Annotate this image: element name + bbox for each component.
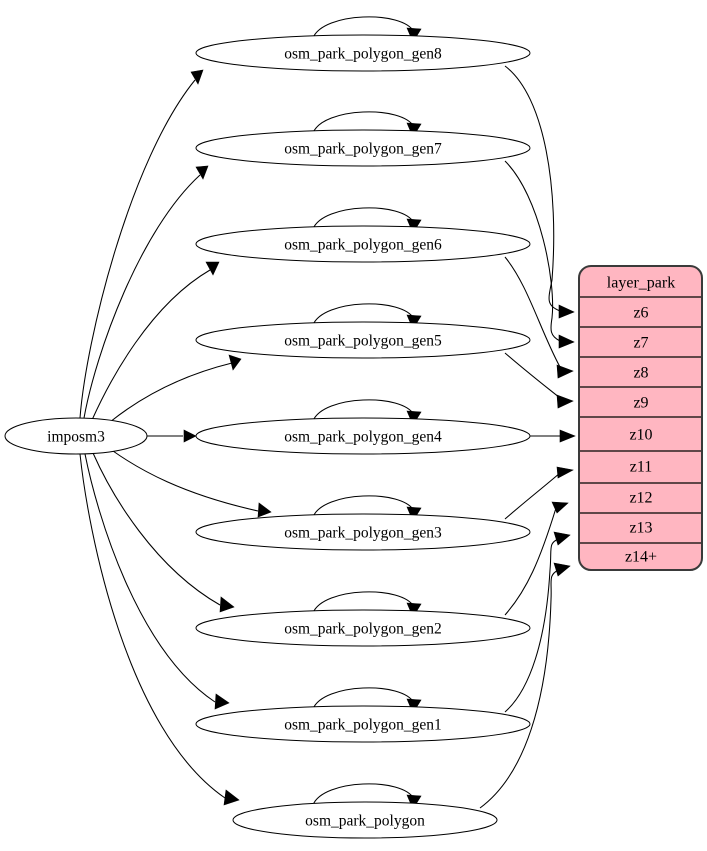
table-row-z10[interactable]: z10 <box>629 427 652 444</box>
node-gen3[interactable]: osm_park_polygon_gen3 <box>195 513 531 551</box>
node-imposm3[interactable]: imposm3 <box>4 417 148 455</box>
node-ellipse-gen2[interactable] <box>195 609 531 647</box>
node-ellipse-gen3[interactable] <box>195 513 531 551</box>
edge-gen6-to-z8 <box>504 256 561 368</box>
edge-imposm3-to-gen5 <box>109 362 233 423</box>
arrowhead-self-base <box>406 794 422 810</box>
node-label-imposm3: imposm3 <box>47 429 105 446</box>
node-ellipse-imposm3[interactable] <box>4 417 148 455</box>
node-gen5[interactable]: osm_park_polygon_gen5 <box>195 321 531 359</box>
self-loop-gen4 <box>312 399 415 422</box>
edges-gen-to-table <box>479 65 576 809</box>
node-label-gen1: osm_park_polygon_gen1 <box>284 717 442 734</box>
edge-gen5-to-z9 <box>504 352 561 399</box>
node-label-gen8: osm_park_polygon_gen8 <box>284 46 442 63</box>
edge-gen2-to-z12 <box>504 507 557 616</box>
arrowhead-gen2 <box>219 596 235 613</box>
node-label-gen5: osm_park_polygon_gen5 <box>284 333 442 350</box>
node-gen6[interactable]: osm_park_polygon_gen6 <box>195 225 531 263</box>
table-row-z11[interactable]: z11 <box>630 459 653 476</box>
table-background <box>578 265 703 571</box>
self-loop-gen8 <box>312 16 415 39</box>
node-ellipse-gen1[interactable] <box>195 705 531 743</box>
self-loop-gen5 <box>312 303 415 326</box>
arrowhead-z12 <box>551 501 569 514</box>
arrowhead-z14 <box>553 562 571 577</box>
edge-imposm3-to-gen7 <box>83 174 201 419</box>
edge-gen8-to-z6 <box>504 65 561 312</box>
node-ellipse-gen4[interactable] <box>195 417 531 455</box>
self-loop-base <box>312 783 415 806</box>
arrowhead-gen6 <box>205 261 220 276</box>
self-loop-gen7 <box>312 111 415 134</box>
node-label-gen7: osm_park_polygon_gen7 <box>284 141 442 158</box>
arrowhead-z11 <box>556 466 574 479</box>
arrowhead-gen1 <box>214 693 230 710</box>
nodes: imposm3 osm_park_polygon_gen8 osm_park_p… <box>4 34 531 839</box>
arrowhead-z8 <box>556 364 574 379</box>
arrowhead-gen4 <box>183 429 197 443</box>
arrowhead-gen7 <box>195 165 209 180</box>
edge-imposm3-to-gen6 <box>91 269 211 421</box>
self-loop-gen3 <box>312 495 415 518</box>
node-label-gen4: osm_park_polygon_gen4 <box>284 429 442 446</box>
table-row-z7[interactable]: z7 <box>633 335 648 352</box>
table-header-label: layer_park <box>607 275 675 292</box>
arrowhead-z9 <box>556 394 574 409</box>
edge-gen3-to-z11 <box>504 472 561 520</box>
node-label-gen6: osm_park_polygon_gen6 <box>284 237 442 254</box>
table-row-z6[interactable]: z6 <box>633 305 648 322</box>
edge-imposm3-to-gen1 <box>84 453 216 703</box>
edge-imposm3-to-gen8 <box>79 79 196 419</box>
edge-imposm3-to-gen3 <box>112 450 259 512</box>
self-loop-edges <box>312 16 422 810</box>
table-row-z13[interactable]: z13 <box>629 520 652 537</box>
node-gen8[interactable]: osm_park_polygon_gen8 <box>195 34 531 72</box>
edges-source-to-gen <box>79 69 272 806</box>
self-loop-gen6 <box>312 207 415 230</box>
arrowhead-z10 <box>559 429 576 443</box>
arrowhead-gen8 <box>190 69 204 85</box>
arrowhead-gen3 <box>257 502 272 518</box>
node-ellipse-gen5[interactable] <box>195 321 531 359</box>
arrowhead-z7 <box>558 334 575 349</box>
edge-imposm3-to-base <box>79 453 226 799</box>
table-row-z9[interactable]: z9 <box>633 395 648 412</box>
node-osm-park-polygon[interactable]: osm_park_polygon <box>232 801 498 839</box>
table-row-z14-plus[interactable]: z14+ <box>625 549 657 566</box>
edge-base-to-z14 <box>479 569 559 809</box>
edge-gen1-to-z13 <box>504 538 559 713</box>
edge-imposm3-to-gen2 <box>92 452 221 606</box>
node-label-osm-park-polygon: osm_park_polygon <box>305 813 425 830</box>
table-row-z8[interactable]: z8 <box>633 365 648 382</box>
self-loop-gen1 <box>312 687 415 710</box>
node-gen1[interactable]: osm_park_polygon_gen1 <box>195 705 531 743</box>
node-label-gen2: osm_park_polygon_gen2 <box>284 621 442 638</box>
arrowhead-gen5 <box>228 354 242 371</box>
table-row-z12[interactable]: z12 <box>629 490 652 507</box>
node-gen7[interactable]: osm_park_polygon_gen7 <box>195 129 531 167</box>
node-ellipse-osm-park-polygon[interactable] <box>232 801 498 839</box>
layer-park-table[interactable]: layer_park z6 z7 z8 z9 z10 z11 z12 z13 z… <box>578 265 703 571</box>
node-ellipse-gen7[interactable] <box>195 129 531 167</box>
arrowhead-z13 <box>553 531 571 546</box>
node-label-gen3: osm_park_polygon_gen3 <box>284 525 442 542</box>
arrowhead-z6 <box>558 304 575 319</box>
node-ellipse-gen8[interactable] <box>195 34 531 72</box>
node-gen2[interactable]: osm_park_polygon_gen2 <box>195 609 531 647</box>
self-loop-gen2 <box>312 591 415 614</box>
edge-gen7-to-z7 <box>504 160 561 342</box>
arrowhead-base <box>223 789 240 806</box>
node-ellipse-gen6[interactable] <box>195 225 531 263</box>
node-gen4[interactable]: osm_park_polygon_gen4 <box>195 417 531 455</box>
